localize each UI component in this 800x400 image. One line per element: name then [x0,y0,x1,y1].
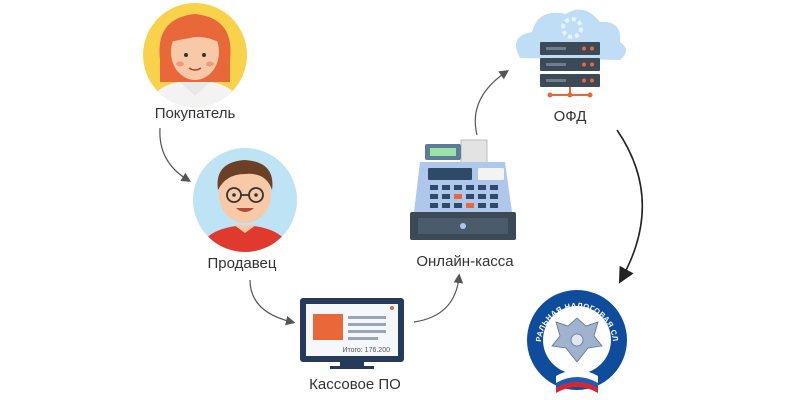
pos-label: Кассовое ПО [309,376,401,393]
kassa-label: Онлайн-касса [416,253,514,270]
ofd-server-cloud-icon [516,9,626,98]
seller-label: Продавец [207,255,277,272]
ofd-label: ОФД [553,108,587,125]
arrow-pos-to-kassa [413,273,464,323]
pos-monitor-icon [300,298,404,369]
arrow-kassa-to-ofd [474,69,509,136]
cash-register-icon [410,139,516,240]
seller-avatar-icon [193,148,297,252]
arrow-ofd-to-fns [616,129,644,284]
buyer-avatar-icon [143,3,247,107]
buyer-label: Покупатель [154,105,236,122]
arrow-buyer-to-seller [159,127,192,182]
pos-screen-total: Итого: 176.200 [342,347,390,354]
arrow-seller-to-pos [249,279,296,326]
